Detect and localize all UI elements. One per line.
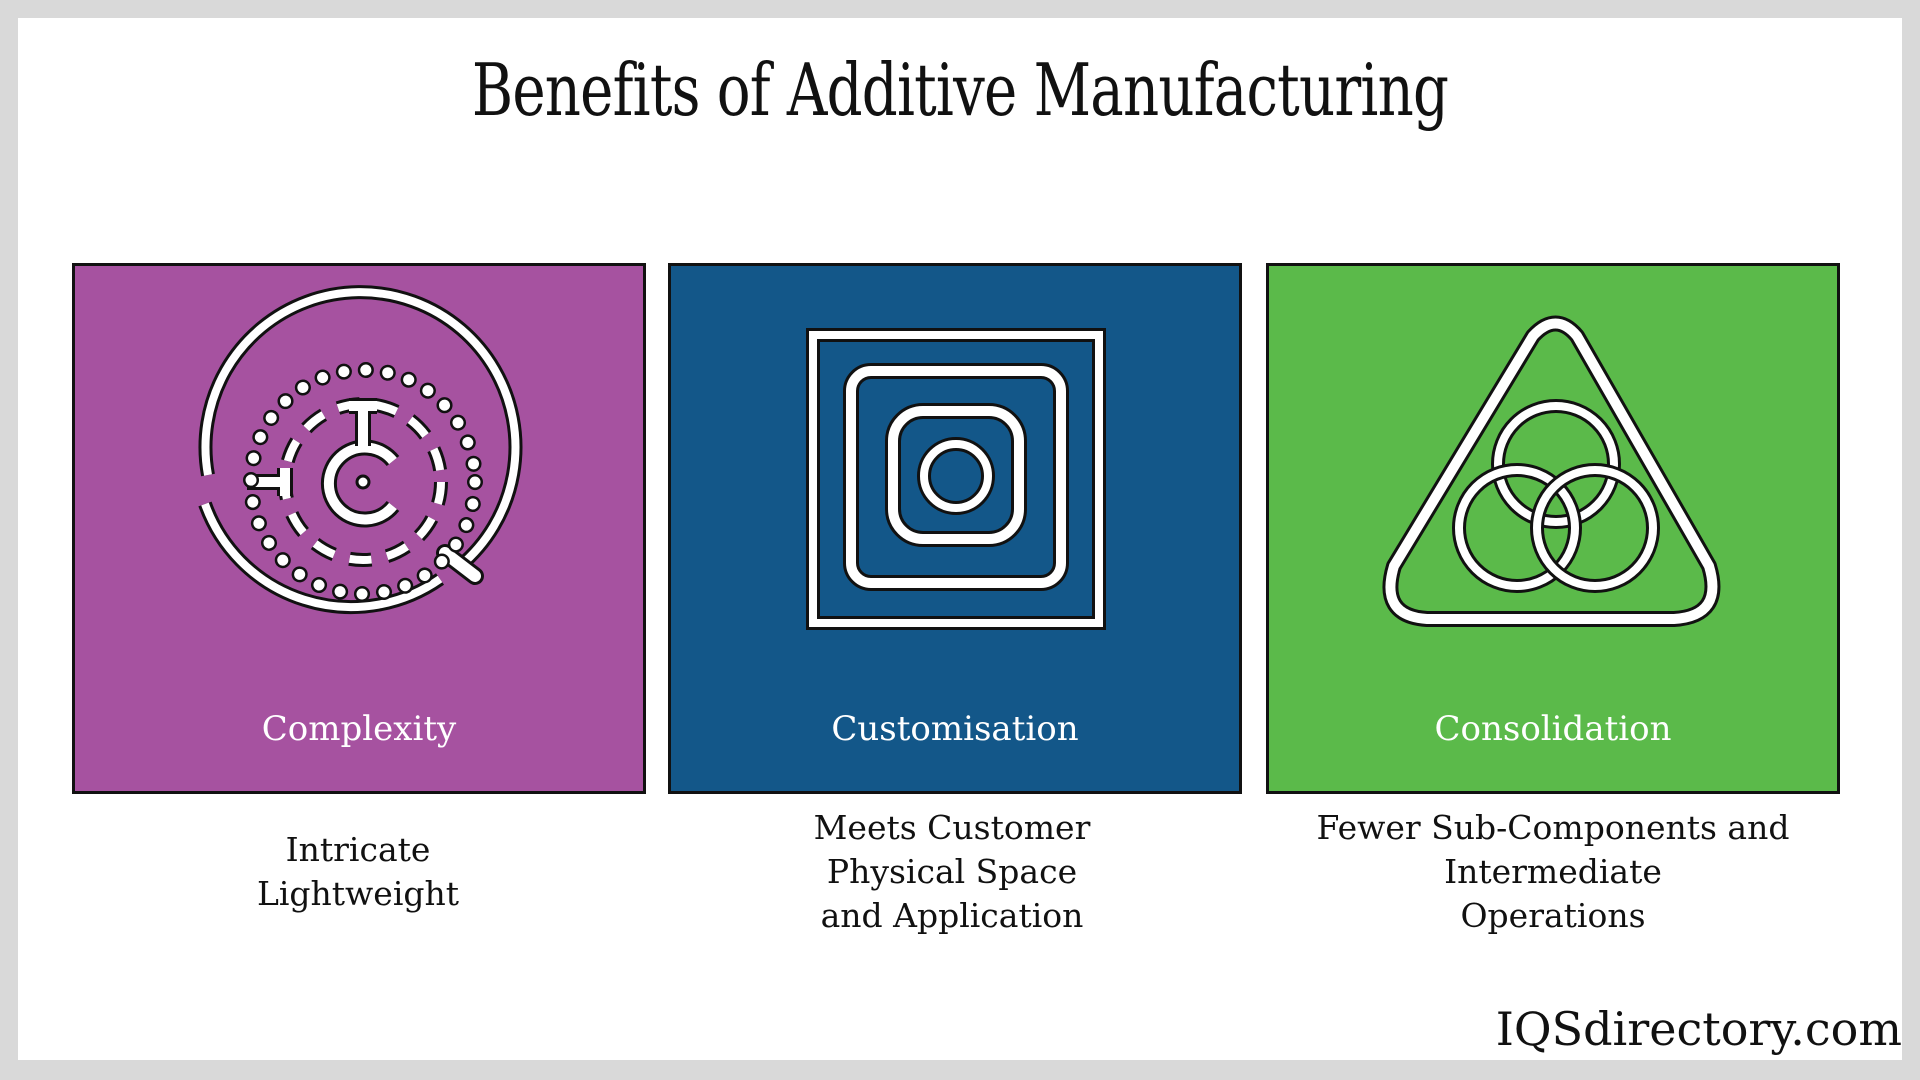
description-line: Lightweight (256, 874, 460, 913)
card-label: Customisation (831, 709, 1079, 749)
description-line: and Application (820, 896, 1084, 935)
triangle-circles-icon (1382, 315, 1721, 627)
card-label: Consolidation (1434, 709, 1672, 749)
customisation-description: Meets Customer Physical Space and Applic… (642, 806, 1262, 938)
card-customisation: Customisation (668, 263, 1242, 794)
card-consolidation: Consolidation (1266, 263, 1840, 794)
site-logo: IQSdirectory.com (1495, 1002, 1902, 1056)
description-line: Fewer Sub-Components and (1316, 808, 1790, 847)
description-line: Meets Customer (813, 808, 1091, 847)
description-line: Physical Space (826, 852, 1078, 891)
consolidation-description: Fewer Sub-Components and Intermediate Op… (1243, 806, 1863, 938)
description-line: Intricate (285, 830, 431, 869)
complexity-maze-icon (198, 285, 523, 615)
card-complexity: Complexity (72, 263, 646, 794)
complexity-description: Intricate Lightweight (48, 828, 668, 916)
nested-squares-icon (806, 328, 1106, 630)
description-line: Intermediate (1444, 852, 1662, 891)
page-title: Benefits of Additive Manufacturing (471, 48, 1449, 132)
card-label: Complexity (261, 709, 457, 749)
description-line: Operations (1460, 896, 1646, 935)
